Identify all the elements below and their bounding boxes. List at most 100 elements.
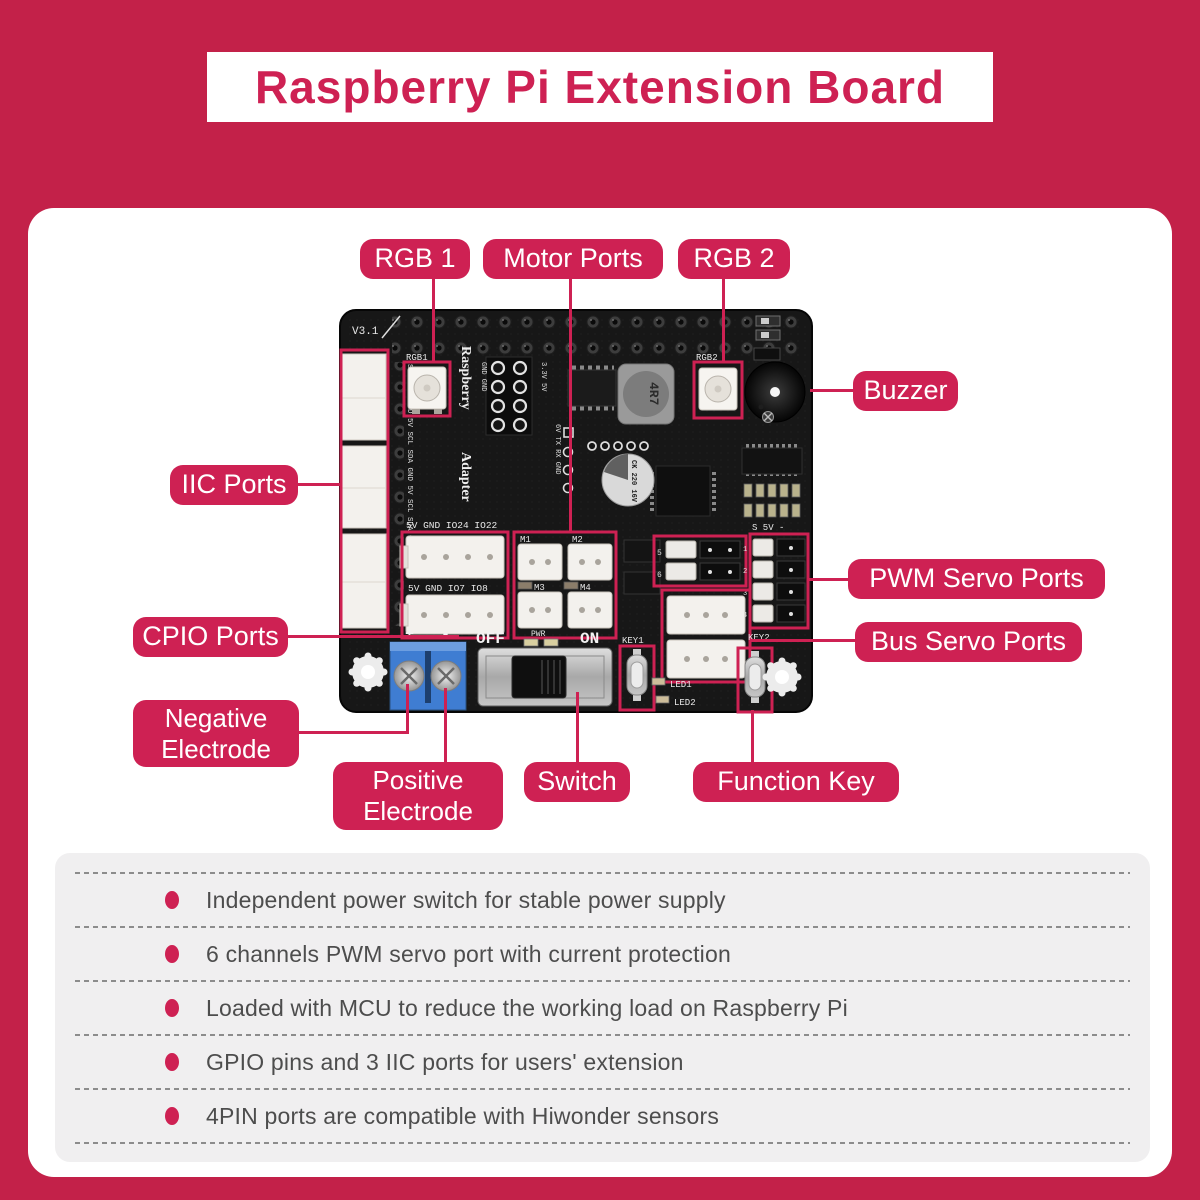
m1-silkscreen: M1 <box>520 535 531 545</box>
callout-cpio-ports: CPIO Ports <box>133 617 288 657</box>
feature-text: 6 channels PWM servo port with current p… <box>206 940 731 967</box>
callout-switch: Switch <box>524 762 630 802</box>
switch-knob <box>511 655 567 699</box>
leader-negative-horizontal <box>298 731 409 734</box>
leader-motor-ports <box>569 279 572 533</box>
rgb1-silkscreen: RGB1 <box>406 353 428 363</box>
status-leds: LED1 LED2 <box>651 677 696 708</box>
callout-positive-line1: Positive <box>372 765 464 796</box>
callout-rgb1: RGB 1 <box>360 239 470 279</box>
callout-switch-label: Switch <box>537 766 617 797</box>
plus-silkscreen: + <box>405 626 414 643</box>
motor-connectors: M1 M2 M3 M4 <box>517 535 613 629</box>
buzzer-component <box>744 361 806 423</box>
header-pin-row-2 <box>392 338 806 362</box>
pad-row <box>587 441 649 451</box>
motor-highlight-box <box>512 530 618 640</box>
divider <box>75 1142 1130 1144</box>
pcb-board-image: V3.1 SCL SDA GND 5V SCL SDA GND 5V SCL S… <box>339 309 813 714</box>
pwr-silkscreen: PWR <box>531 630 546 639</box>
mounting-hole-left <box>348 652 388 692</box>
callout-function-key-label: Function Key <box>717 766 875 797</box>
pwm-top-silkscreen: S 5V - <box>752 523 784 533</box>
brand-silkscreen-1: Raspberry <box>458 346 473 410</box>
leader-positive <box>444 688 447 763</box>
version-silkscreen: V3.1 <box>352 326 379 338</box>
pwm-left-highlight-box <box>652 534 748 588</box>
ch6-silkscreen: 6 <box>657 571 662 580</box>
callout-pwm-servo-ports: PWM Servo Ports <box>848 559 1105 599</box>
pwr-led-2 <box>543 638 559 647</box>
aux-header-left-silkscreen: GND GND <box>479 362 487 391</box>
leader-negative-vertical <box>406 684 409 734</box>
pwm-right-highlight-box <box>748 532 810 630</box>
bullet-icon <box>165 891 179 909</box>
feature-text: Loaded with MCU to reduce the working lo… <box>206 994 848 1021</box>
bullet-icon <box>165 1107 179 1125</box>
bullet-icon <box>165 999 179 1017</box>
aux-header-2x4: GND GND 3.3V 5V <box>479 356 547 436</box>
rgb1-led <box>407 366 447 414</box>
feature-text: 4PIN ports are compatible with Hiwonder … <box>206 1102 720 1129</box>
callout-negative-line2: Electrode <box>161 733 271 764</box>
iic-highlight-box <box>339 348 390 634</box>
power-switch <box>477 647 613 707</box>
feature-item: GPIO pins and 3 IIC ports for users' ext… <box>75 1036 1130 1088</box>
brand-silkscreen-2: Adapter <box>458 452 473 502</box>
leader-rgb1 <box>432 279 435 363</box>
regulator-chip <box>567 365 617 411</box>
callout-bus-servo-ports-label: Bus Servo Ports <box>870 626 1067 657</box>
rgb2-silkscreen: RGB2 <box>696 353 718 363</box>
pwr-led-1 <box>523 638 539 647</box>
gpio-connectors: 5V GND IO7 IO8 <box>399 535 505 635</box>
gpio-highlight-box <box>400 530 510 640</box>
version-slash <box>381 315 401 339</box>
key2-button <box>744 651 766 703</box>
callout-buzzer: Buzzer <box>853 371 958 411</box>
feature-item: Loaded with MCU to reduce the working lo… <box>75 982 1130 1034</box>
bullet-icon <box>165 945 179 963</box>
led2-silkscreen: LED2 <box>674 698 696 708</box>
divider <box>75 1088 1130 1090</box>
bullet-icon <box>165 1053 179 1071</box>
ch1-silkscreen: 1 <box>743 546 747 554</box>
callout-rgb2: RGB 2 <box>678 239 790 279</box>
feature-item: Independent power switch for stable powe… <box>75 874 1130 926</box>
callout-iic-ports: IIC Ports <box>170 465 298 505</box>
divider <box>75 926 1130 928</box>
feature-text: GPIO pins and 3 IIC ports for users' ext… <box>206 1048 684 1075</box>
leader-bus-servo-ports <box>750 639 856 642</box>
leader-function-key <box>751 710 754 763</box>
callout-motor-ports-label: Motor Ports <box>503 243 643 274</box>
callout-motor-ports: Motor Ports <box>483 239 663 279</box>
callout-buzzer-label: Buzzer <box>863 375 948 406</box>
electrolytic-capacitor: CK 220 16V <box>601 453 655 507</box>
mcu-chip <box>650 465 716 517</box>
callout-negative-line1: Negative <box>164 702 268 733</box>
callout-function-key: Function Key <box>693 762 899 802</box>
bus-servo-connectors <box>666 595 746 679</box>
gpio-row1-silkscreen: 5V GND IO24 IO22 <box>406 520 498 531</box>
rgb2-highlight-box <box>692 360 744 420</box>
callout-cpio-ports-label: CPIO Ports <box>142 621 279 652</box>
feature-list: Independent power switch for stable powe… <box>55 853 1150 1162</box>
leader-buzzer <box>810 389 854 392</box>
title-banner: Raspberry Pi Extension Board <box>207 52 993 122</box>
key1-button <box>626 649 648 701</box>
ch5-silkscreen: 5 <box>657 549 662 558</box>
ch3-silkscreen: 3 <box>743 590 747 598</box>
minus-silkscreen: - <box>441 626 450 643</box>
key1-silkscreen: KEY1 <box>622 636 644 646</box>
divider <box>75 872 1130 874</box>
feature-item: 4PIN ports are compatible with Hiwonder … <box>75 1090 1130 1142</box>
m3-silkscreen: M3 <box>534 583 545 593</box>
mounting-hole-right <box>762 657 802 697</box>
capacitor-silkscreen: CK 220 16V <box>629 460 637 503</box>
top-right-components <box>753 315 781 361</box>
power-terminal-block <box>389 641 467 711</box>
m4-silkscreen: M4 <box>580 583 591 593</box>
feature-text: Independent power switch for stable powe… <box>206 886 726 913</box>
ch2-silkscreen: 2 <box>743 568 747 576</box>
leader-rgb2 <box>722 279 725 363</box>
